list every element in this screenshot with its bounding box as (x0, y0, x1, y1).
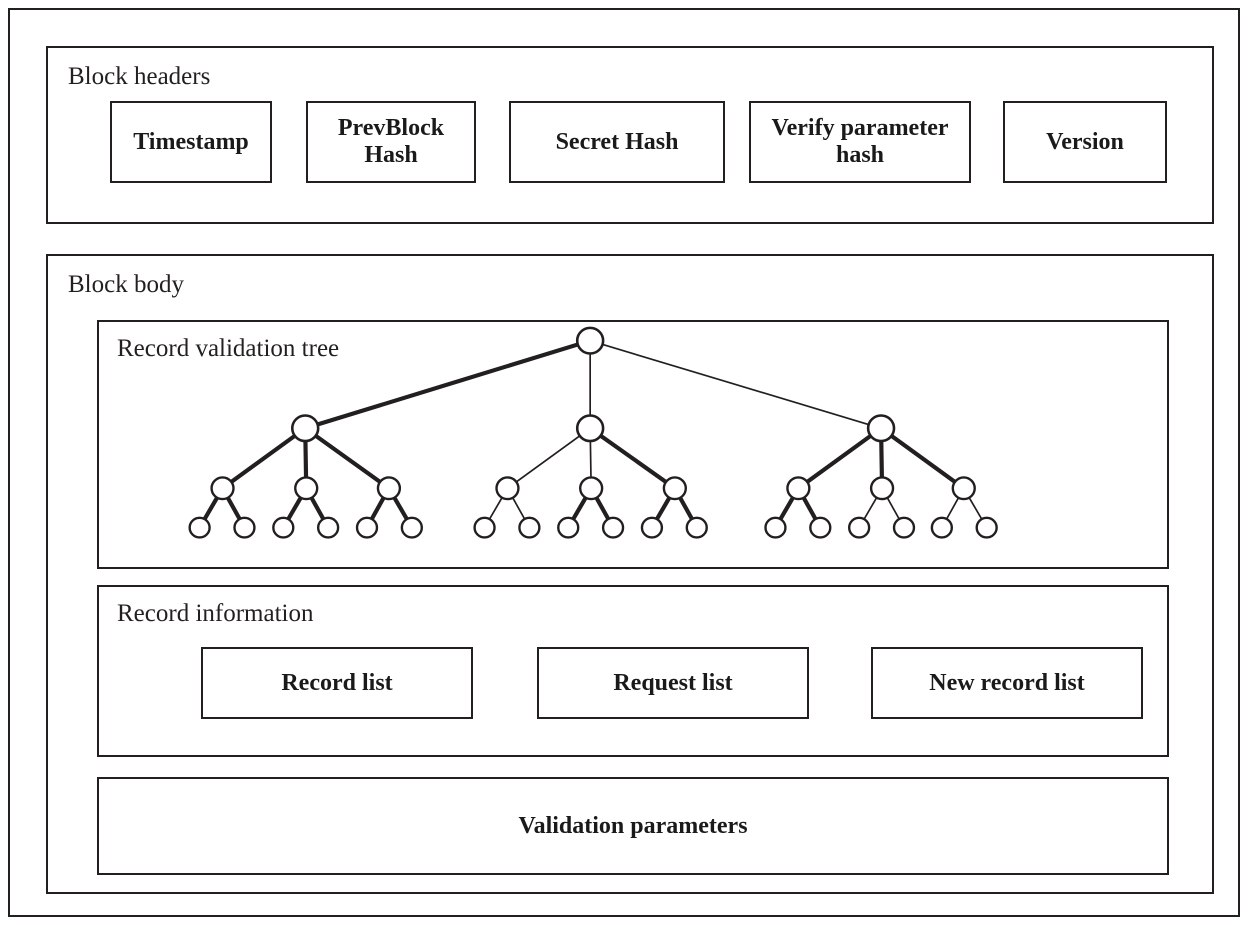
tree-edge (878, 426, 966, 491)
tree-node-leaf-15[interactable] (892, 516, 916, 539)
tree-node-level3-3[interactable] (495, 476, 520, 501)
tree-edge (589, 339, 882, 430)
record-list-box[interactable]: Record list (201, 647, 473, 719)
tree-node-leaf-16[interactable] (930, 516, 954, 539)
header-field-verify-parameter-hash[interactable]: Verify parameter hash (749, 101, 971, 183)
tree-edge (796, 426, 884, 491)
new-record-list-box[interactable]: New record list (871, 647, 1143, 719)
outer-frame: Block headers Timestamp PrevBlock Hash S… (8, 8, 1240, 917)
request-list-box[interactable]: Request list (537, 647, 809, 719)
block-headers-section: Block headers Timestamp PrevBlock Hash S… (46, 46, 1214, 224)
tree-node-leaf-17[interactable] (975, 516, 998, 539)
block-headers-label: Block headers (68, 63, 211, 90)
tree-node-leaf-14[interactable] (847, 516, 871, 539)
tree-node-level3-0[interactable] (210, 476, 235, 501)
tree-node-leaf-0[interactable] (188, 516, 211, 539)
tree-node-group (188, 326, 998, 539)
header-field-version[interactable]: Version (1003, 101, 1167, 183)
tree-edge (303, 338, 593, 431)
block-body-section: Block body Record validation tree Record… (46, 254, 1214, 894)
tree-node-leaf-7[interactable] (518, 516, 541, 539)
tree-node-leaf-10[interactable] (640, 516, 664, 539)
tree-node-leaf-8[interactable] (557, 516, 580, 539)
record-validation-tree-section: Record validation tree (97, 320, 1169, 569)
tree-node-level2-2[interactable] (866, 414, 896, 443)
tree-node-level3-2[interactable] (376, 476, 402, 501)
tree-edge (506, 427, 592, 490)
tree-node-leaf-6[interactable] (473, 516, 496, 539)
tree-node-level3-8[interactable] (951, 476, 976, 501)
tree-node-leaf-1[interactable] (233, 516, 256, 539)
header-field-secret-hash[interactable]: Secret Hash (509, 101, 725, 183)
tree-node-level3-5[interactable] (662, 476, 687, 501)
tree-node-leaf-5[interactable] (400, 516, 423, 539)
block-body-label: Block body (68, 271, 184, 298)
tree-node-leaf-3[interactable] (316, 516, 340, 539)
tree-node-leaf-13[interactable] (809, 516, 832, 539)
header-field-prevblock-hash[interactable]: PrevBlock Hash (306, 101, 476, 183)
record-validation-tree-graphic (188, 326, 998, 539)
tree-node-level3-7[interactable] (869, 476, 895, 501)
tree-edge (588, 426, 677, 491)
tree-node-root[interactable] (575, 326, 605, 355)
tree-node-leaf-9[interactable] (601, 516, 625, 539)
tree-node-leaf-12[interactable] (764, 516, 787, 539)
tree-edge (220, 426, 308, 491)
tree-node-leaf-2[interactable] (272, 516, 295, 539)
tree-node-leaf-11[interactable] (685, 516, 708, 539)
tree-edge (303, 426, 392, 491)
record-information-label: Record information (117, 600, 314, 627)
tree-node-level3-1[interactable] (294, 476, 319, 501)
tree-node-leaf-4[interactable] (355, 516, 379, 539)
record-information-section: Record information Record list Request l… (97, 585, 1169, 757)
tree-node-level3-4[interactable] (579, 476, 604, 501)
validation-parameters-box[interactable]: Validation parameters (97, 777, 1169, 875)
tree-node-level3-6[interactable] (786, 476, 811, 501)
tree-node-level2-1[interactable] (575, 414, 605, 443)
tree-node-level2-0[interactable] (290, 414, 320, 443)
header-field-timestamp[interactable]: Timestamp (110, 101, 272, 183)
record-validation-tree-label: Record validation tree (117, 335, 340, 362)
